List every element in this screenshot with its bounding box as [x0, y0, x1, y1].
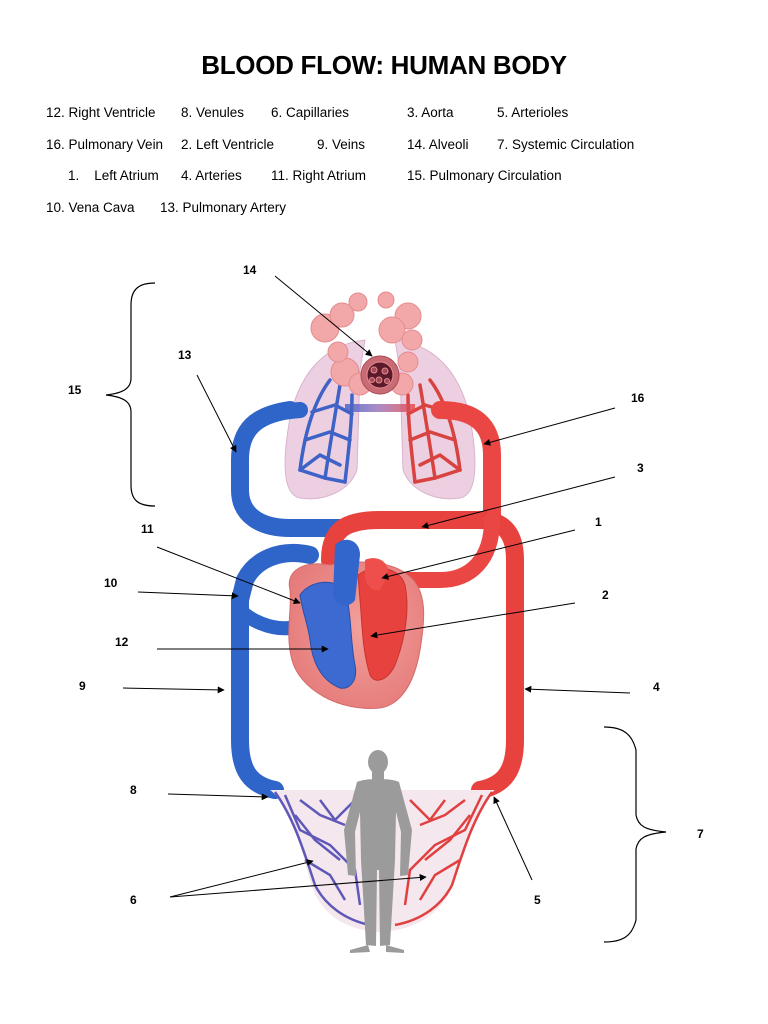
- vena-cava: [231, 544, 319, 799]
- label-15: 15: [68, 383, 82, 397]
- word-bank-item: 14. Alveoli: [407, 137, 469, 152]
- bracket-systemic: [603, 726, 667, 943]
- label-8: 8: [130, 783, 137, 797]
- pulmonary-vein: [431, 401, 501, 529]
- word-bank-item: 3. Aorta: [407, 105, 454, 120]
- label-12: 12: [115, 635, 129, 649]
- word-bank-item: 6. Capillaries: [271, 105, 350, 120]
- word-bank-item: 16. Pulmonary Vein: [46, 137, 164, 152]
- word-bank-item: 9. Veins: [317, 137, 366, 152]
- page-title: BLOOD FLOW: HUMAN BODY: [201, 50, 567, 80]
- label-7: 7: [697, 827, 704, 841]
- label-14: 14: [243, 263, 257, 277]
- word-bank-item: 10. Vena Cava: [46, 200, 135, 215]
- arteries: [471, 731, 524, 799]
- label-11: 11: [141, 522, 154, 536]
- label-3: 3: [637, 461, 644, 475]
- human-figure: [344, 750, 412, 953]
- bracket-pulmonary: [105, 282, 156, 507]
- label-6: 6: [130, 893, 137, 907]
- aorta: [321, 511, 524, 749]
- heart: [288, 539, 425, 709]
- word-bank-item: 8. Venules: [181, 105, 245, 120]
- word-bank-item: 2. Left Ventricle: [181, 137, 275, 152]
- pulmonary-artery: [231, 401, 349, 537]
- word-bank-item: 11. Right Atrium: [271, 168, 367, 183]
- word-bank-item: 4. Arteries: [181, 168, 242, 183]
- word-bank-item: 12. Right Ventricle: [46, 105, 156, 120]
- word-bank-item: 13. Pulmonary Artery: [160, 200, 287, 215]
- word-bank-item: 15. Pulmonary Circulation: [407, 168, 562, 183]
- leader-lines: [122, 275, 631, 898]
- label-2: 2: [602, 588, 609, 602]
- label-10: 10: [104, 576, 118, 590]
- label-9: 9: [79, 679, 86, 693]
- label-16: 16: [631, 391, 645, 405]
- label-1: 1: [595, 515, 602, 529]
- word-bank-item: 7. Systemic Circulation: [497, 137, 635, 152]
- label-4: 4: [653, 680, 660, 694]
- word-bank-item: 5. Arterioles: [497, 105, 569, 120]
- alveoli: [310, 291, 423, 396]
- label-13: 13: [178, 348, 192, 362]
- word-bank-item: 1. Left Atrium: [68, 168, 159, 183]
- label-5: 5: [534, 893, 541, 907]
